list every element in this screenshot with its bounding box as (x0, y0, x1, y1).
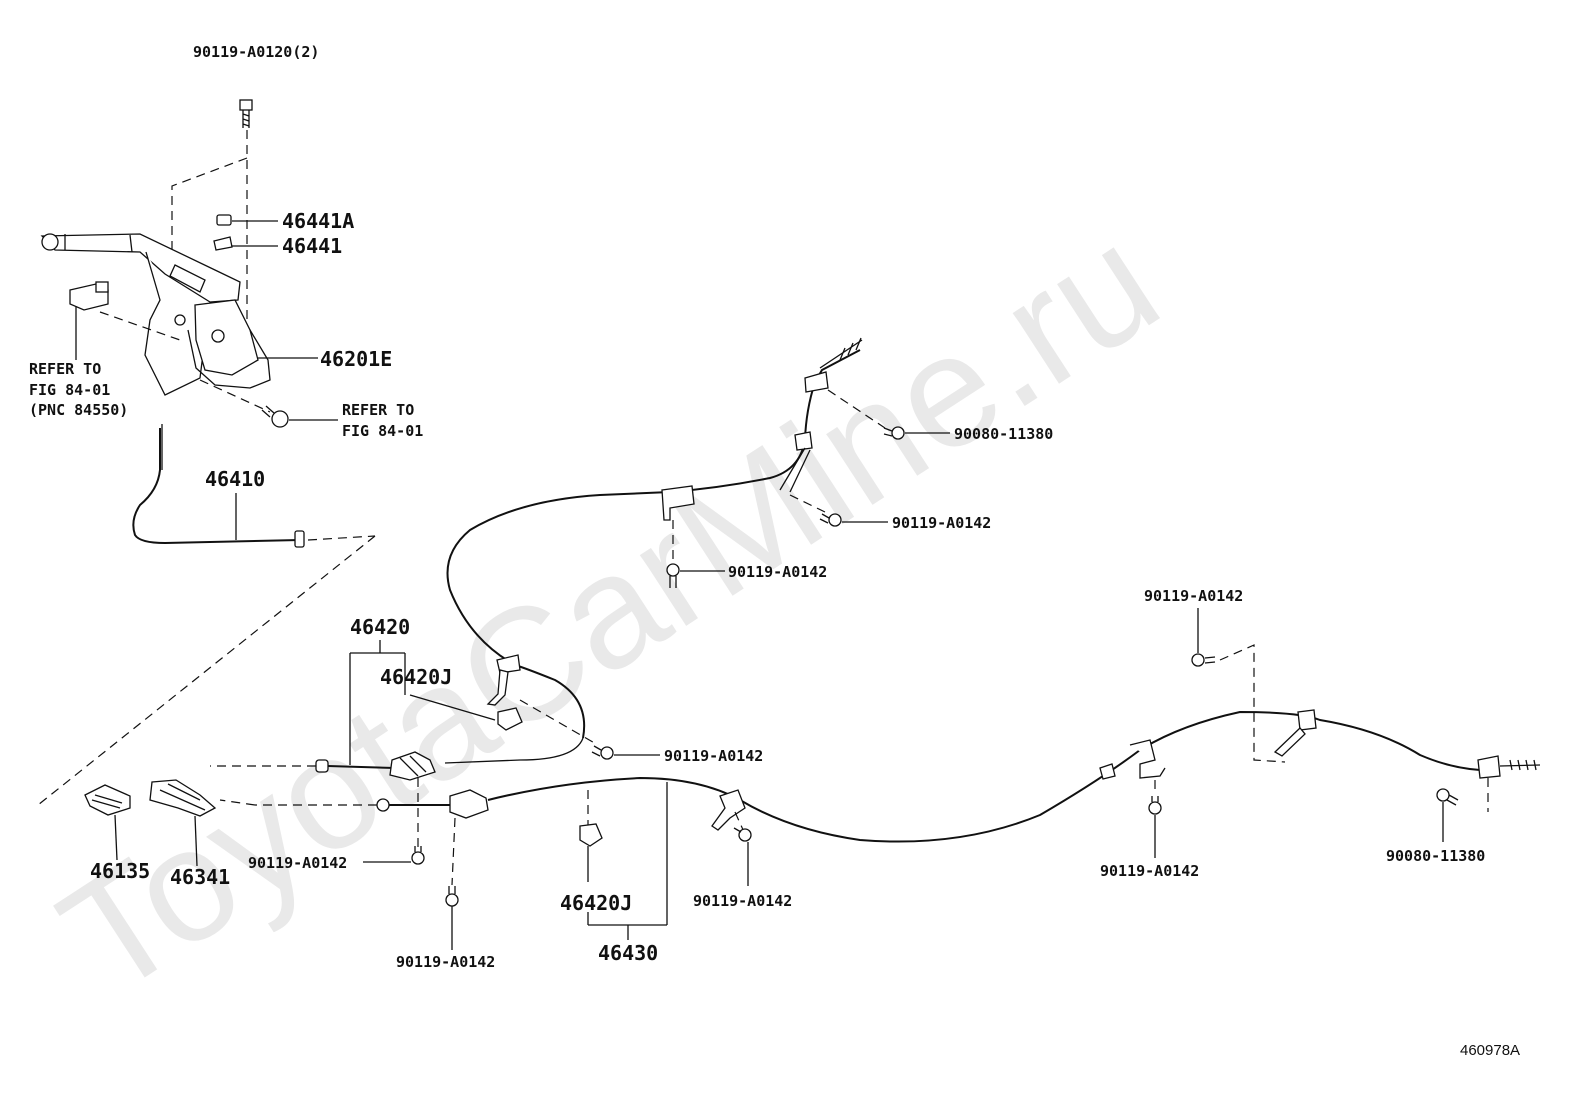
label-cable-46430: 46430 (598, 941, 658, 965)
label-clamp-46420J-upper: 46420J (380, 665, 452, 689)
cable-clamp-46420J-lower-icon (579, 823, 603, 847)
label-refer1-line2: FIG 84-01 (29, 381, 110, 399)
equalizer-46341-icon (149, 779, 217, 817)
label-equalizer-46341: 46341 (170, 865, 230, 889)
refer-bolt-icon (261, 405, 289, 428)
bolt-90119-left-2-icon (445, 886, 459, 907)
bolt-90119-upper-low-icon (666, 563, 680, 588)
label-front-cable-46410: 46410 (205, 467, 265, 491)
label-refer1-line3: (PNC 84550) (29, 401, 128, 419)
bolt-90119-left-1-icon (411, 846, 425, 865)
label-refer1-line1: REFER TO (29, 360, 101, 378)
rear-cable-left-icon (315, 751, 436, 781)
label-clip-46441A: 46441A (282, 209, 354, 233)
label-bolt-90119-right-lower: 90119-A0142 (1100, 862, 1199, 880)
label-bolt-90119-center: 90119-A0142 (664, 747, 763, 765)
label-bolt-90119-left-2: 90119-A0142 (396, 953, 495, 971)
label-equalizer-clip-46135: 46135 (90, 859, 150, 883)
parking-brake-lever-icon (40, 233, 271, 396)
clip-46441-icon (213, 236, 233, 251)
label-bolt-90119-right-top: 90119-A0142 (1144, 587, 1243, 605)
clip-46441A-icon (216, 214, 232, 226)
bolt-90119-center-icon (591, 745, 614, 760)
bolt-90119-right-top-icon (1191, 653, 1216, 667)
bolt-90119-right-lower-icon (1148, 796, 1162, 815)
brake-switch-icon (69, 281, 109, 311)
bolt-90080-upper-icon (883, 426, 905, 440)
label-refer2-line2: FIG 84-01 (342, 422, 423, 440)
label-clamp-46420J-lower: 46420J (560, 891, 632, 915)
diagram-id: 460978A (1460, 1042, 1520, 1059)
bolt-90080-far-right-icon (1436, 788, 1459, 806)
bolt-90119-right-mid-icon (733, 827, 752, 842)
rear-cable-upper-icon (444, 337, 863, 764)
label-bolt-top: 90119-A0120(2) (193, 43, 319, 61)
label-refer2-line1: REFER TO (342, 401, 414, 419)
bolt-top-icon (239, 99, 253, 128)
label-clip-46441: 46441 (282, 234, 342, 258)
label-bolt-90080-far-right: 90080-11380 (1386, 847, 1485, 865)
label-bolt-90119-right-mid: 90119-A0142 (693, 892, 792, 910)
label-bolt-90119-left-1: 90119-A0142 (248, 854, 347, 872)
rear-cable-right-icon (376, 709, 1541, 843)
label-cable-46420: 46420 (350, 615, 410, 639)
label-bolt-90119-upper-low: 90119-A0142 (728, 563, 827, 581)
front-cable-46410-icon (132, 424, 305, 548)
cable-clamp-46420J-upper-icon (497, 707, 523, 731)
bolt-90119-upper-mid-icon (819, 513, 842, 527)
label-lever-46201E: 46201E (320, 347, 392, 371)
label-bolt-90119-upper-mid: 90119-A0142 (892, 514, 991, 532)
equalizer-clip-46135-icon (84, 784, 131, 816)
label-bolt-90080-upper: 90080-11380 (954, 425, 1053, 443)
